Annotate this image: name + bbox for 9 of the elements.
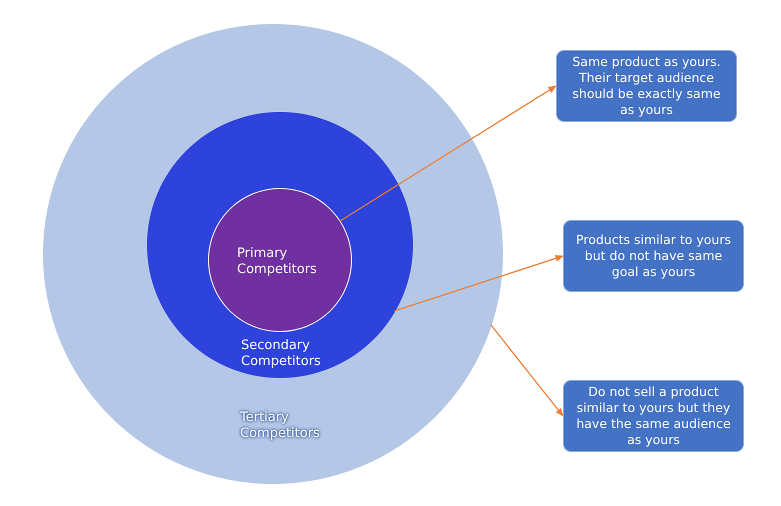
arrow: [490, 324, 564, 417]
arrow: [394, 255, 564, 312]
arrow: [339, 86, 557, 222]
circle-label: Primary Competitors: [237, 246, 318, 278]
callout-box: Products similar to yours but do not have same goal as yours: [563, 220, 744, 292]
callout-box: Same product as yours. Their target audience should be exactly same as yours: [556, 50, 737, 122]
circle-label: Secondary Competitors: [241, 338, 322, 370]
circle-label: Tertiary Competitors: [240, 410, 321, 442]
callout-box: Do not sell a product similar to yours but they have the same audience as yours: [563, 380, 744, 452]
